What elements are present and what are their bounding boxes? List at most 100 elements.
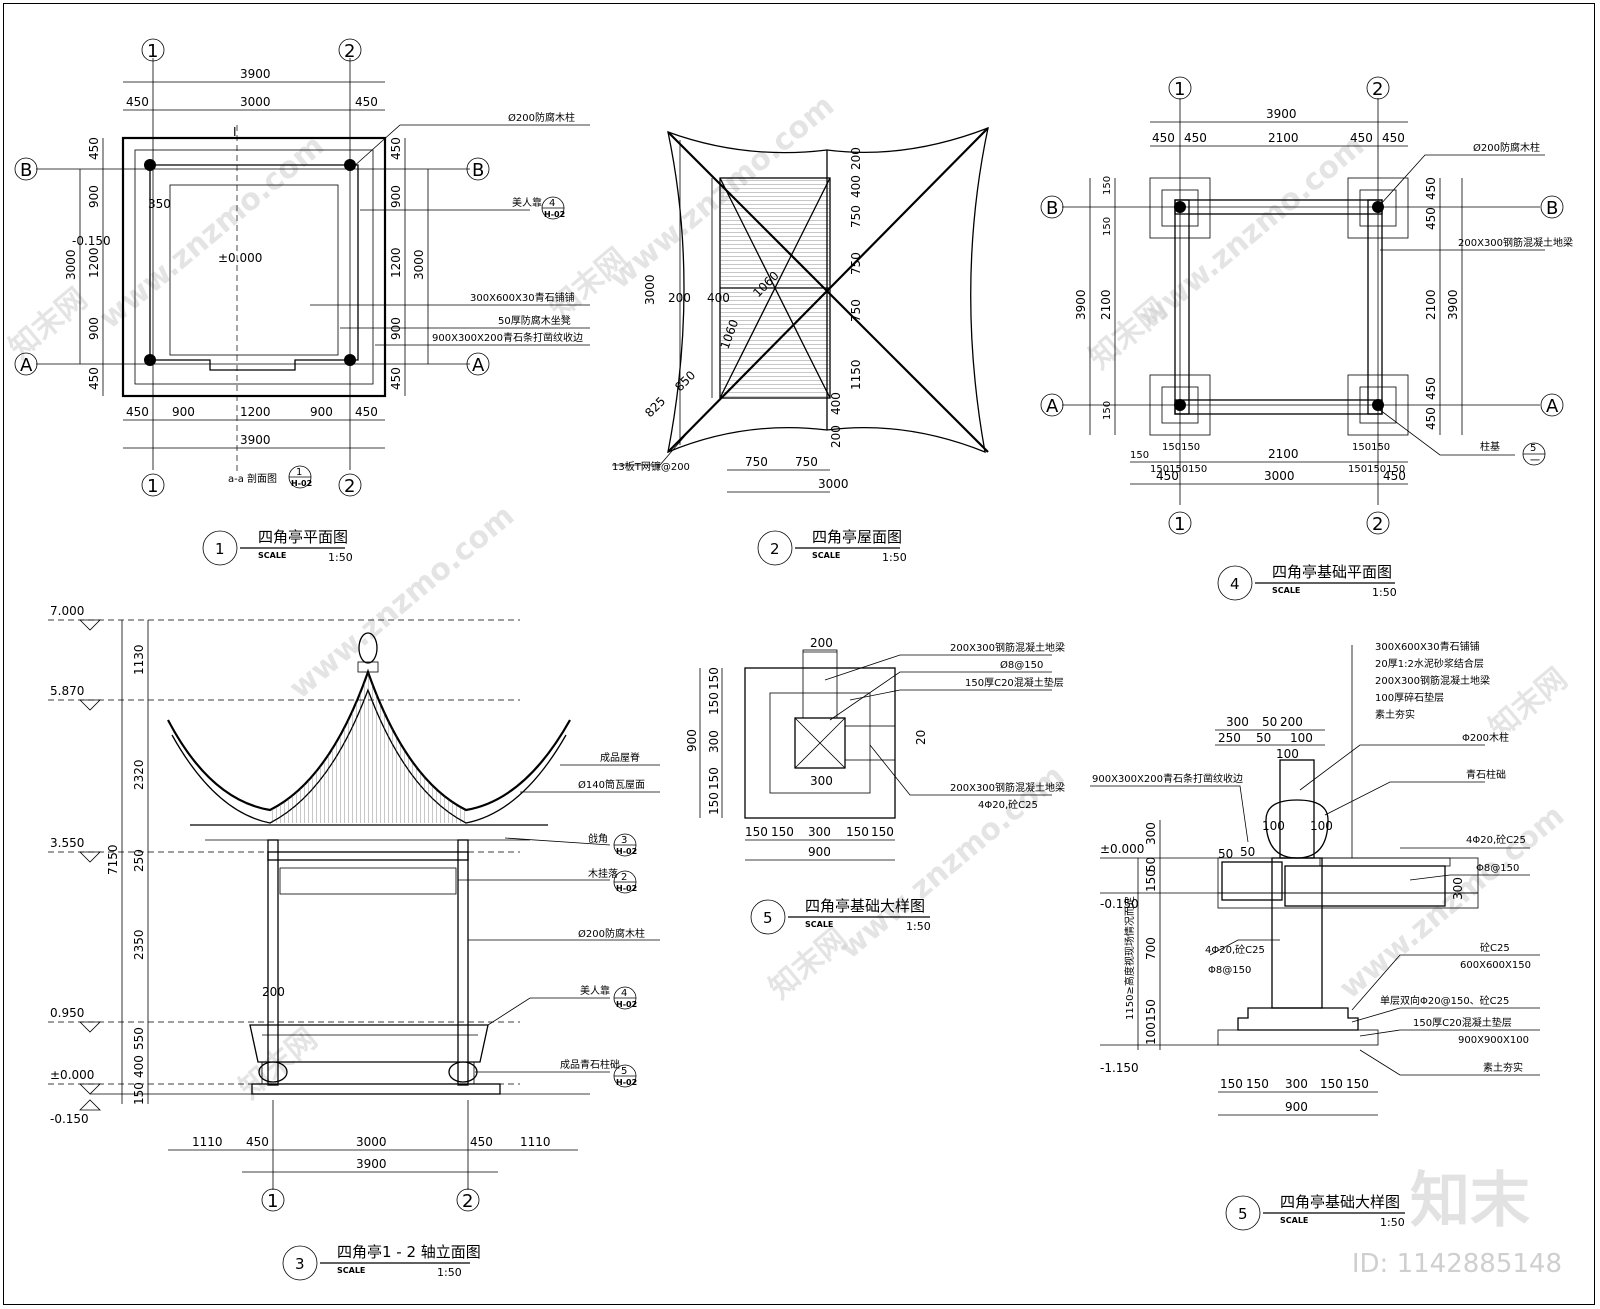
axis-label: A bbox=[1046, 396, 1059, 417]
ground-beam bbox=[1174, 199, 1190, 415]
dim-text: 450 bbox=[1152, 131, 1175, 145]
dim-text: 450 bbox=[1424, 177, 1438, 200]
axis-label: 2 bbox=[344, 476, 355, 497]
dim-text: 1130 bbox=[132, 644, 146, 675]
dim-text: 400 bbox=[707, 291, 730, 305]
elevation-column bbox=[457, 839, 469, 1086]
detail-ref-bottom: H-02 bbox=[616, 847, 637, 856]
section-label: 600X600X150 bbox=[1460, 960, 1531, 971]
section-label: 4Φ20,砼C25 bbox=[1466, 833, 1526, 846]
dim-text: 3000 bbox=[356, 1135, 387, 1149]
level-mark: 3.550 bbox=[50, 836, 84, 850]
leader-line bbox=[1379, 154, 1545, 206]
dim-text: 3000 bbox=[1264, 469, 1295, 483]
dim-text: 450 bbox=[1424, 207, 1438, 230]
view-number: 5 bbox=[763, 909, 773, 927]
dim-text: 1200 bbox=[389, 247, 403, 278]
leader-line bbox=[1409, 874, 1530, 881]
dim-text: 200 bbox=[810, 636, 833, 650]
roof-hip bbox=[667, 127, 989, 453]
view-title: 四角亭1 - 2 轴立面图 bbox=[337, 1243, 481, 1261]
axis-bubble bbox=[1540, 393, 1564, 417]
dim-text: 3900 bbox=[1446, 289, 1460, 320]
leader-line bbox=[1379, 409, 1515, 456]
dim-text: 100 bbox=[1310, 819, 1333, 833]
section-label: 300X600X30青石铺铺 bbox=[1375, 640, 1480, 653]
axis-label: 2 bbox=[1372, 79, 1383, 100]
dim-text: 1150 bbox=[849, 359, 863, 390]
dim-text: 100 bbox=[1276, 747, 1299, 761]
dim-text: 900 bbox=[310, 405, 333, 419]
detail-ref-bottom: H-02 bbox=[616, 884, 637, 893]
roof-label: 13板T网镰@200 bbox=[612, 460, 690, 473]
elevation-column bbox=[267, 839, 279, 1086]
dim-text: 150 bbox=[707, 692, 721, 715]
roof-outline bbox=[667, 126, 989, 454]
footing-section bbox=[1237, 1007, 1359, 1031]
axis-label: 2 bbox=[462, 1191, 473, 1212]
leader-line bbox=[504, 837, 611, 846]
section-caption: a-a 剖面图 bbox=[228, 472, 277, 485]
view-number-bubble bbox=[202, 530, 238, 566]
dim-text: 2320 bbox=[132, 759, 146, 790]
wood-lattice bbox=[279, 867, 457, 895]
section-label: 素土夯实 bbox=[1375, 708, 1415, 721]
roof-finial bbox=[358, 632, 378, 664]
dim-text: 150 bbox=[1320, 1077, 1343, 1091]
dim-text: 750 bbox=[849, 205, 863, 228]
axis-label: A bbox=[472, 355, 485, 376]
dim-text: 150 bbox=[1102, 401, 1113, 420]
elevation-label: 木挂落 bbox=[588, 867, 618, 880]
dim-text: 450 bbox=[1184, 131, 1207, 145]
dim-text: 20 bbox=[914, 730, 928, 745]
dim-text: 200 bbox=[849, 147, 863, 170]
elevation-label: 戗角 bbox=[588, 832, 608, 845]
dim-text: 150 bbox=[132, 1082, 146, 1105]
beam-stub bbox=[802, 649, 838, 719]
detail-ref-bottom: H-02 bbox=[616, 1078, 637, 1087]
axis-bubble bbox=[261, 1188, 285, 1212]
dim-text: 150150150 bbox=[1348, 464, 1405, 475]
scale-label: SCALE bbox=[1280, 1216, 1308, 1225]
dim-text: 150 bbox=[707, 767, 721, 790]
dim-text: 3000 bbox=[643, 274, 657, 305]
section-label: 4Φ20,砼C25 bbox=[1205, 943, 1265, 956]
section-label: Φ8@150 bbox=[1208, 965, 1251, 976]
plan-label: Ø200防腐木柱 bbox=[508, 111, 575, 124]
plan-bench bbox=[149, 164, 359, 371]
dim-text: 250 bbox=[1218, 731, 1241, 745]
dim-text: 50 bbox=[1240, 845, 1255, 859]
axis-label: 1 bbox=[147, 476, 158, 497]
dim-text: 150150 bbox=[1162, 442, 1200, 453]
leader-line bbox=[1090, 785, 1249, 843]
dim-text: 150150 bbox=[1352, 442, 1390, 453]
dim-text: 450 bbox=[87, 367, 101, 390]
dim-text: 150 bbox=[1144, 999, 1158, 1022]
level-mark: -0.150 bbox=[50, 1112, 89, 1126]
foundation-label: 柱基 bbox=[1480, 440, 1500, 453]
dim-text: 150 bbox=[1102, 176, 1113, 195]
view-title: 四角亭基础大样图 bbox=[1280, 1193, 1400, 1211]
pier-cross bbox=[794, 717, 846, 769]
dim-text: 150 bbox=[707, 667, 721, 690]
axis-bubble bbox=[1366, 76, 1390, 100]
dim-text: 900 bbox=[87, 185, 101, 208]
axis-bubble bbox=[456, 1188, 480, 1212]
dim-text: 50 bbox=[1262, 715, 1277, 729]
axis-bubble bbox=[1168, 76, 1192, 100]
paving-strip bbox=[1319, 857, 1451, 867]
dim-text: 50 bbox=[1256, 731, 1271, 745]
dim-text: 450 bbox=[389, 137, 403, 160]
view-number-bubble bbox=[1217, 565, 1253, 601]
plan-label: 50厚防腐木坐凳 bbox=[498, 314, 571, 327]
dim-text: 750 bbox=[849, 252, 863, 275]
elevation-label: Ø200防腐木柱 bbox=[578, 927, 645, 940]
edge-stone-block bbox=[1221, 861, 1283, 901]
leader-line bbox=[1359, 1049, 1540, 1076]
dim-text: 700 bbox=[1144, 937, 1158, 960]
dim-text: 900 bbox=[172, 405, 195, 419]
foundation-label: Ø200防腐木柱 bbox=[1473, 141, 1540, 154]
view-number-bubble bbox=[1225, 1195, 1261, 1231]
dim-text: 750 bbox=[745, 455, 768, 469]
leader-line bbox=[351, 124, 590, 169]
